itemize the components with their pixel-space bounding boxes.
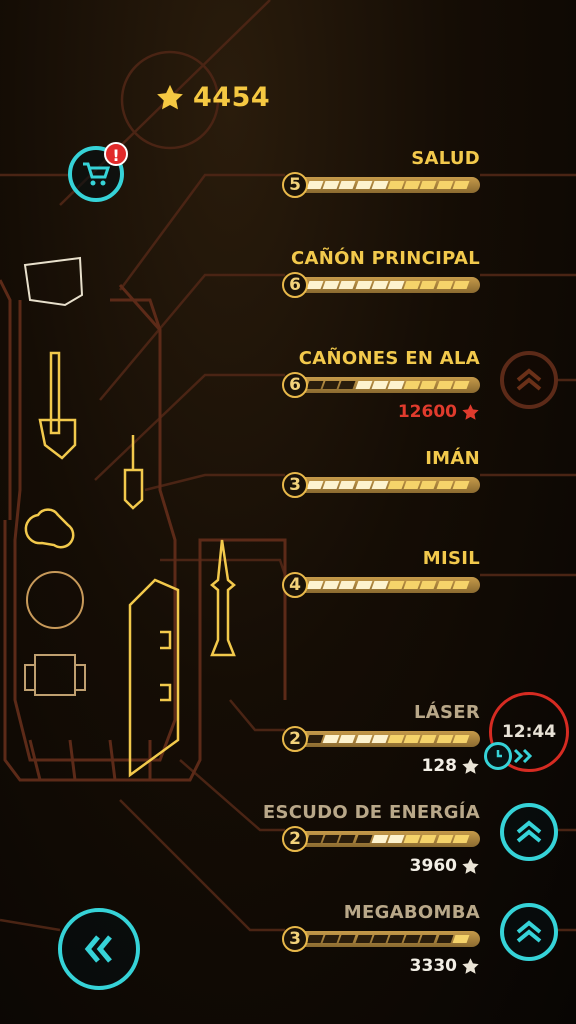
level-badge: 2 [282,726,308,752]
double-chevron-up-icon [516,920,542,943]
laser-timer: 12:44 [489,692,569,772]
ship-body [23,256,86,696]
upgrade-cost: 3960 [410,856,480,876]
level-badge: 5 [282,172,308,198]
level-badge: 3 [282,472,308,498]
star-icon [462,403,479,420]
double-chevron-up-icon [516,820,542,843]
ship-parts [24,351,236,778]
double-chevron-left-icon [84,935,112,963]
star-icon [157,84,183,109]
upgrade-cost: 128 [422,756,481,776]
upgrade-cost: 3330 [410,956,480,976]
star-icon [462,857,479,874]
upgrade-button-escudo-de-energia[interactable] [500,803,558,861]
upgrade-button-megabomba[interactable] [500,903,558,961]
upgrade-name: MEGABOMBA [343,902,480,923]
progress-segments [306,181,470,189]
level-badge: 6 [282,372,308,398]
progress-segments [306,735,470,743]
shop-alert-badge: ! [104,142,128,166]
upgrade-name: CAÑÓN PRINCIPAL [291,248,480,269]
upgrade-name: MISIL [422,548,480,569]
progress-segments [306,581,470,589]
upgrade-button-canones-en-ala[interactable] [500,351,558,409]
cart-icon [83,162,110,186]
star-count: 4454 [193,82,271,113]
clock-icon [484,742,512,770]
ship-hull [0,279,287,782]
level-badge: 4 [282,572,308,598]
level-badge: 2 [282,826,308,852]
progress-segments [306,835,470,843]
level-badge: 6 [282,272,308,298]
speedup-control[interactable] [484,742,534,770]
level-badge: 3 [282,926,308,952]
progress-segments [306,481,470,489]
upgrade-name: ESCUDO DE ENERGÍA [262,802,480,823]
progress-segments [306,281,470,289]
star-icon [462,757,479,774]
back-button[interactable] [58,908,140,990]
star-counter: 4454 [155,82,270,113]
upgrade-name: IMÁN [425,448,480,469]
progress-segments [306,381,470,389]
progress-segments [306,935,470,943]
star-icon [462,957,479,974]
upgrade-name: CAÑONES EN ALA [298,348,480,369]
upgrade-cost: 12600 [398,402,480,422]
fast-forward-icon [513,748,533,764]
upgrade-name: SALUD [411,148,480,169]
double-chevron-up-icon [516,368,542,391]
upgrade-name: LÁSER [413,702,480,723]
